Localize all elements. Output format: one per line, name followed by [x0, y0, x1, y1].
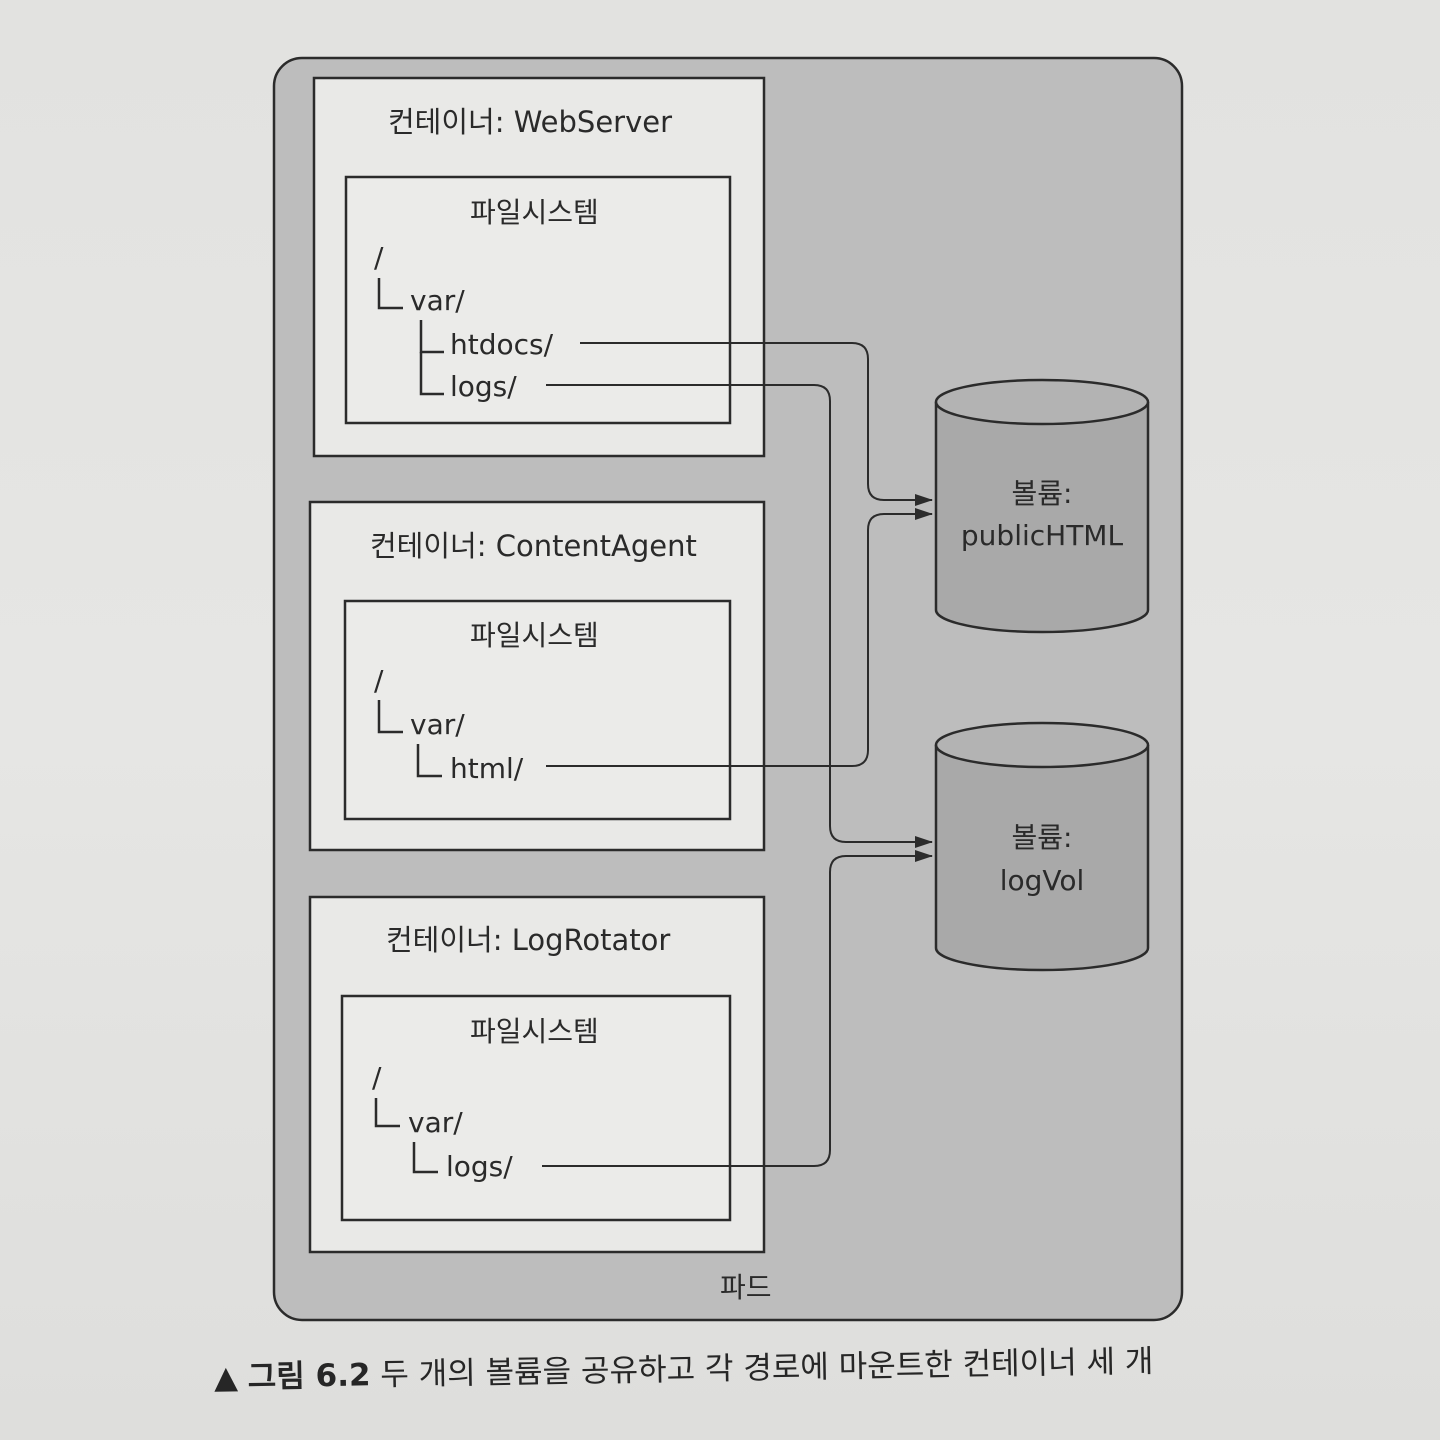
filesystem-title: 파일시스템 [470, 1015, 599, 1048]
mount-arrow-html-to-publichtml [546, 508, 933, 767]
filesystem-title: 파일시스템 [470, 196, 599, 229]
tree-var: var/ [410, 284, 465, 317]
mount-arrow-htdocs-to-publichtml [580, 342, 933, 506]
tree-branch [419, 352, 444, 396]
filesystem-box [340, 994, 732, 1222]
volume-label: 볼륨: [1012, 477, 1073, 510]
mount-arrow-logrotator-logs-to-logvol [542, 850, 933, 1167]
container-webserver: 컨테이너: WebServer 파일시스템 / var/ htdocs/ log… [312, 76, 766, 458]
filesystem-box [344, 175, 732, 425]
volume-name: publicHTML [961, 519, 1124, 552]
tree-branch [377, 700, 403, 734]
container-contentagent: 컨테이너: ContentAgent 파일시스템 / var/ html/ [308, 500, 766, 852]
tree-htdocs: htdocs/ [450, 328, 554, 361]
tree-branch [377, 278, 403, 310]
tree-html: html/ [450, 752, 524, 785]
mount-arrow-logs-to-logvol [546, 384, 933, 848]
tree-var: var/ [408, 1106, 463, 1139]
filesystem-box [343, 599, 732, 821]
container-logrotator: 컨테이너: LogRotator 파일시스템 / var/ logs/ [308, 895, 766, 1254]
tree-root: / [372, 1061, 382, 1094]
tree-root: / [374, 241, 384, 274]
caption-label: 그림 6.2 [247, 1357, 371, 1396]
filesystem-title: 파일시스템 [470, 619, 599, 652]
container-title: 컨테이너: LogRotator [386, 923, 670, 957]
container-title: 컨테이너: ContentAgent [370, 529, 697, 563]
pod-label: 파드 [720, 1271, 772, 1304]
caption-marker: ▲ [213, 1359, 239, 1396]
tree-branch [374, 1098, 400, 1128]
tree-logs: logs/ [450, 370, 517, 403]
volume-name: logVol [1000, 864, 1085, 897]
tree-root: / [374, 664, 384, 697]
container-title: 컨테이너: WebServer [388, 105, 672, 139]
volume-logvol: 볼륨: logVol [934, 721, 1150, 972]
volume-label: 볼륨: [1012, 821, 1073, 854]
tree-var: var/ [410, 708, 465, 741]
tree-logs: logs/ [446, 1150, 513, 1183]
tree-branch [412, 1142, 438, 1174]
volume-publichtml: 볼륨: publicHTML [934, 378, 1150, 634]
tree-branch [416, 744, 442, 778]
